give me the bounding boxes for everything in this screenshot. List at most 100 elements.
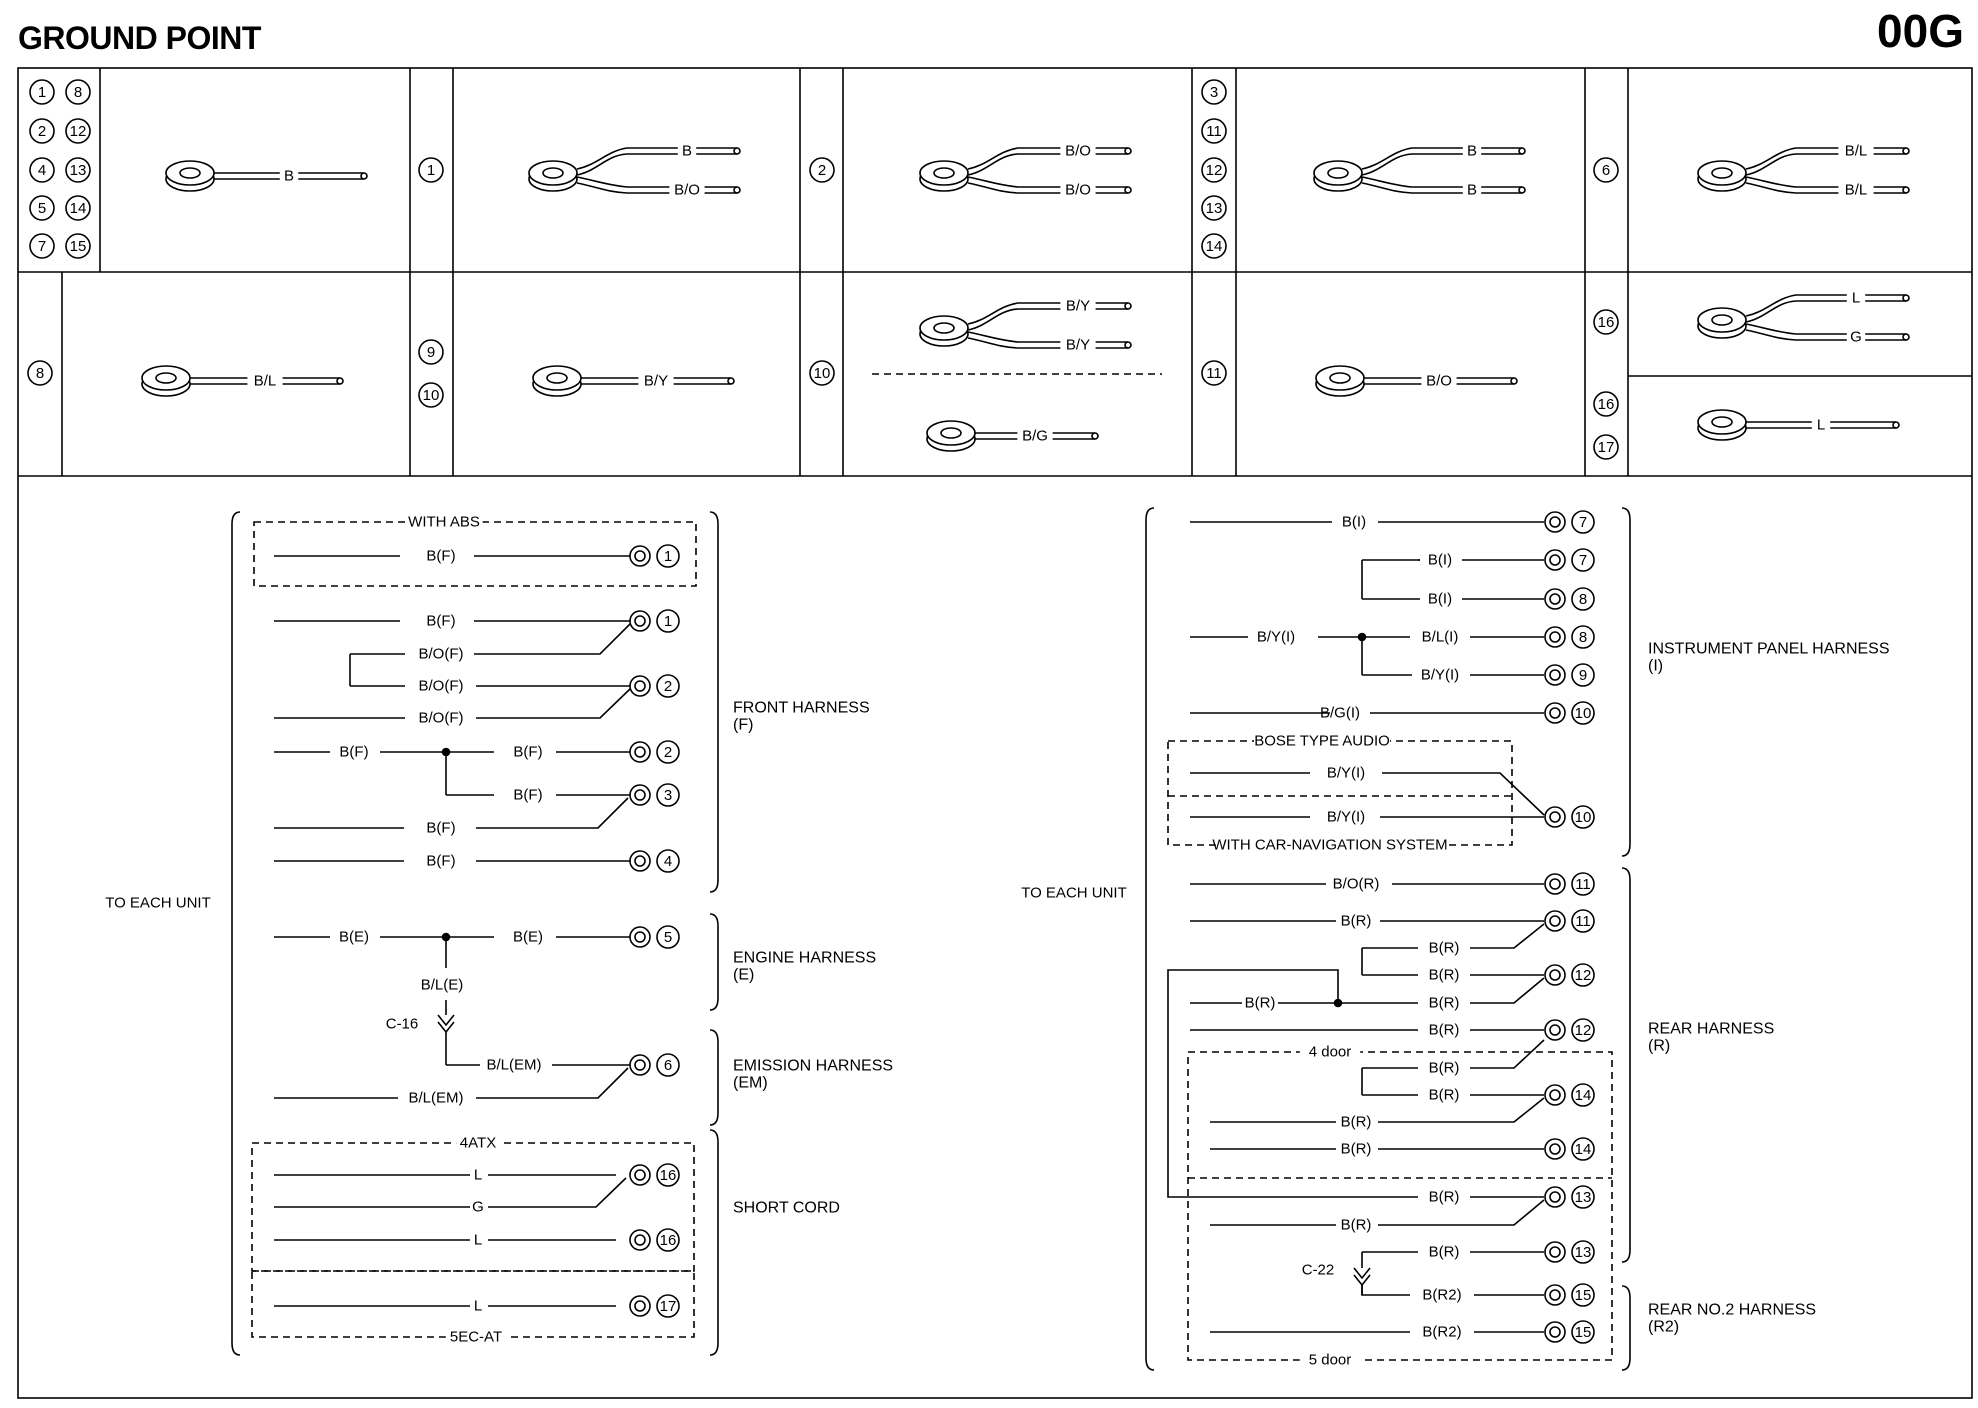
wire-label: L <box>474 1232 482 1249</box>
wire-label: B(R) <box>1429 1189 1460 1206</box>
ground-terminal-inner <box>1549 1289 1561 1301</box>
wire-path <box>1378 1199 1545 1226</box>
ground-terminal-inner <box>634 615 646 627</box>
ring-terminal-top <box>141 365 191 391</box>
wire-label: B(R) <box>1429 967 1460 984</box>
wire-path <box>476 797 629 829</box>
harness-bracket <box>1621 867 1631 1263</box>
ground-number: 15 <box>70 238 87 255</box>
ground-number: 14 <box>70 200 87 217</box>
option-label-carnav: WITH CAR-NAVIGATION SYSTEM <box>1212 837 1447 854</box>
wire-label: B(R) <box>1429 1022 1460 1039</box>
lead-wire <box>576 153 737 176</box>
wire-path <box>474 623 631 655</box>
harness-label-engine: ENGINE HARNESS <box>733 950 876 967</box>
ground-number-circle <box>29 233 55 259</box>
ground-terminal-inner <box>1549 631 1561 643</box>
harness-bracket <box>709 511 719 893</box>
terminal-wire-label: B <box>1467 182 1477 199</box>
connector-label: C-16 <box>386 1016 419 1033</box>
ground-terminal-inner <box>1549 1326 1561 1338</box>
ground-terminal-outer <box>1544 1321 1566 1343</box>
ground-number-circle <box>418 382 444 408</box>
terminal-wire-label: L <box>1817 417 1825 434</box>
ground-number-circle <box>656 609 680 633</box>
connector-symbol <box>1353 1267 1371 1287</box>
ground-terminal-inner <box>634 931 646 943</box>
page-title: GROUND POINT <box>18 20 261 56</box>
ground-number: 1 <box>664 613 672 630</box>
wire-label: B/L(E) <box>421 977 464 994</box>
ground-number: 8 <box>74 84 82 101</box>
option-box-bose <box>1167 740 1513 846</box>
lead-end <box>360 172 368 180</box>
ground-number: 7 <box>1579 552 1587 569</box>
ground-number-circle <box>1571 963 1595 987</box>
ground-terminal-outer <box>1544 806 1566 828</box>
ground-number-circle <box>27 360 53 386</box>
ground-number: 3 <box>1210 84 1218 101</box>
wire-label: B/Y(I) <box>1327 809 1365 826</box>
lead-end <box>1902 333 1910 341</box>
ground-number-circle <box>29 157 55 183</box>
ground-number-circle <box>418 157 444 183</box>
ground-number-circle <box>1571 1185 1595 1209</box>
ground-number-circle <box>1571 1283 1595 1307</box>
terminal-wire-label: B/G <box>1022 428 1048 445</box>
wire-label: B(F) <box>426 613 455 630</box>
lead-wire <box>967 308 1128 331</box>
lead-wire <box>1745 176 1906 188</box>
ground-number-circle <box>1201 195 1227 221</box>
wire-label: B(E) <box>513 929 543 946</box>
ground-terminal-outer <box>629 1164 651 1186</box>
ground-number-circle <box>1593 391 1619 417</box>
wire-label: G <box>472 1199 484 1216</box>
ring-terminal-top <box>926 420 976 446</box>
ground-number: 12 <box>1575 967 1592 984</box>
ground-number-circle <box>656 1053 680 1077</box>
outer-frame <box>17 67 1973 1399</box>
wire-path <box>1361 1285 1410 1296</box>
ground-terminal-outer <box>1544 702 1566 724</box>
ground-terminal-outer <box>1544 1284 1566 1306</box>
ground-terminal-outer <box>1544 549 1566 571</box>
ground-number: 4 <box>664 853 672 870</box>
wire-label: B(E) <box>339 929 369 946</box>
lead-wire <box>1745 294 1906 317</box>
option-label-4door: 4 door <box>1309 1044 1352 1061</box>
lead-wire <box>967 176 1128 188</box>
label-mask <box>1462 181 1482 199</box>
ring-terminal-top <box>1315 365 1365 391</box>
ground-number: 13 <box>1575 1244 1592 1261</box>
ground-terminal-inner <box>1549 669 1561 681</box>
ground-number-circle <box>1571 1320 1595 1344</box>
terminal-wire-label: B/O <box>1426 373 1452 390</box>
ground-terminal-outer <box>629 784 651 806</box>
ground-terminal-inner <box>1549 811 1561 823</box>
ground-number: 13 <box>1575 1189 1592 1206</box>
ring-terminal-top <box>1697 409 1747 435</box>
harness-label-r2: REAR NO.2 HARNESS <box>1648 1302 1816 1319</box>
option-label-4atx: 4ATX <box>460 1135 496 1152</box>
lead-end <box>1124 147 1132 155</box>
ground-number: 10 <box>1575 705 1592 722</box>
ground-number: 9 <box>1579 667 1587 684</box>
label-mask <box>1299 1351 1361 1369</box>
label-mask <box>669 181 705 199</box>
lead-wire <box>967 147 1128 170</box>
wire-label: L <box>474 1167 482 1184</box>
wire-label: B/Y(I) <box>1327 765 1365 782</box>
ground-number-circle <box>65 157 91 183</box>
ground-number-circle <box>29 195 55 221</box>
lead-wire <box>576 176 737 188</box>
ground-number: 1 <box>664 548 672 565</box>
label-mask <box>1838 181 1874 199</box>
harness-bracket <box>1621 1285 1631 1371</box>
lead-wire <box>576 182 737 194</box>
harness-bracket <box>231 511 241 1356</box>
wire-label: L <box>474 1298 482 1315</box>
ground-number: 15 <box>1575 1287 1592 1304</box>
ground-terminal-inner <box>634 1300 646 1312</box>
terminal-wire-label: B <box>682 143 692 160</box>
